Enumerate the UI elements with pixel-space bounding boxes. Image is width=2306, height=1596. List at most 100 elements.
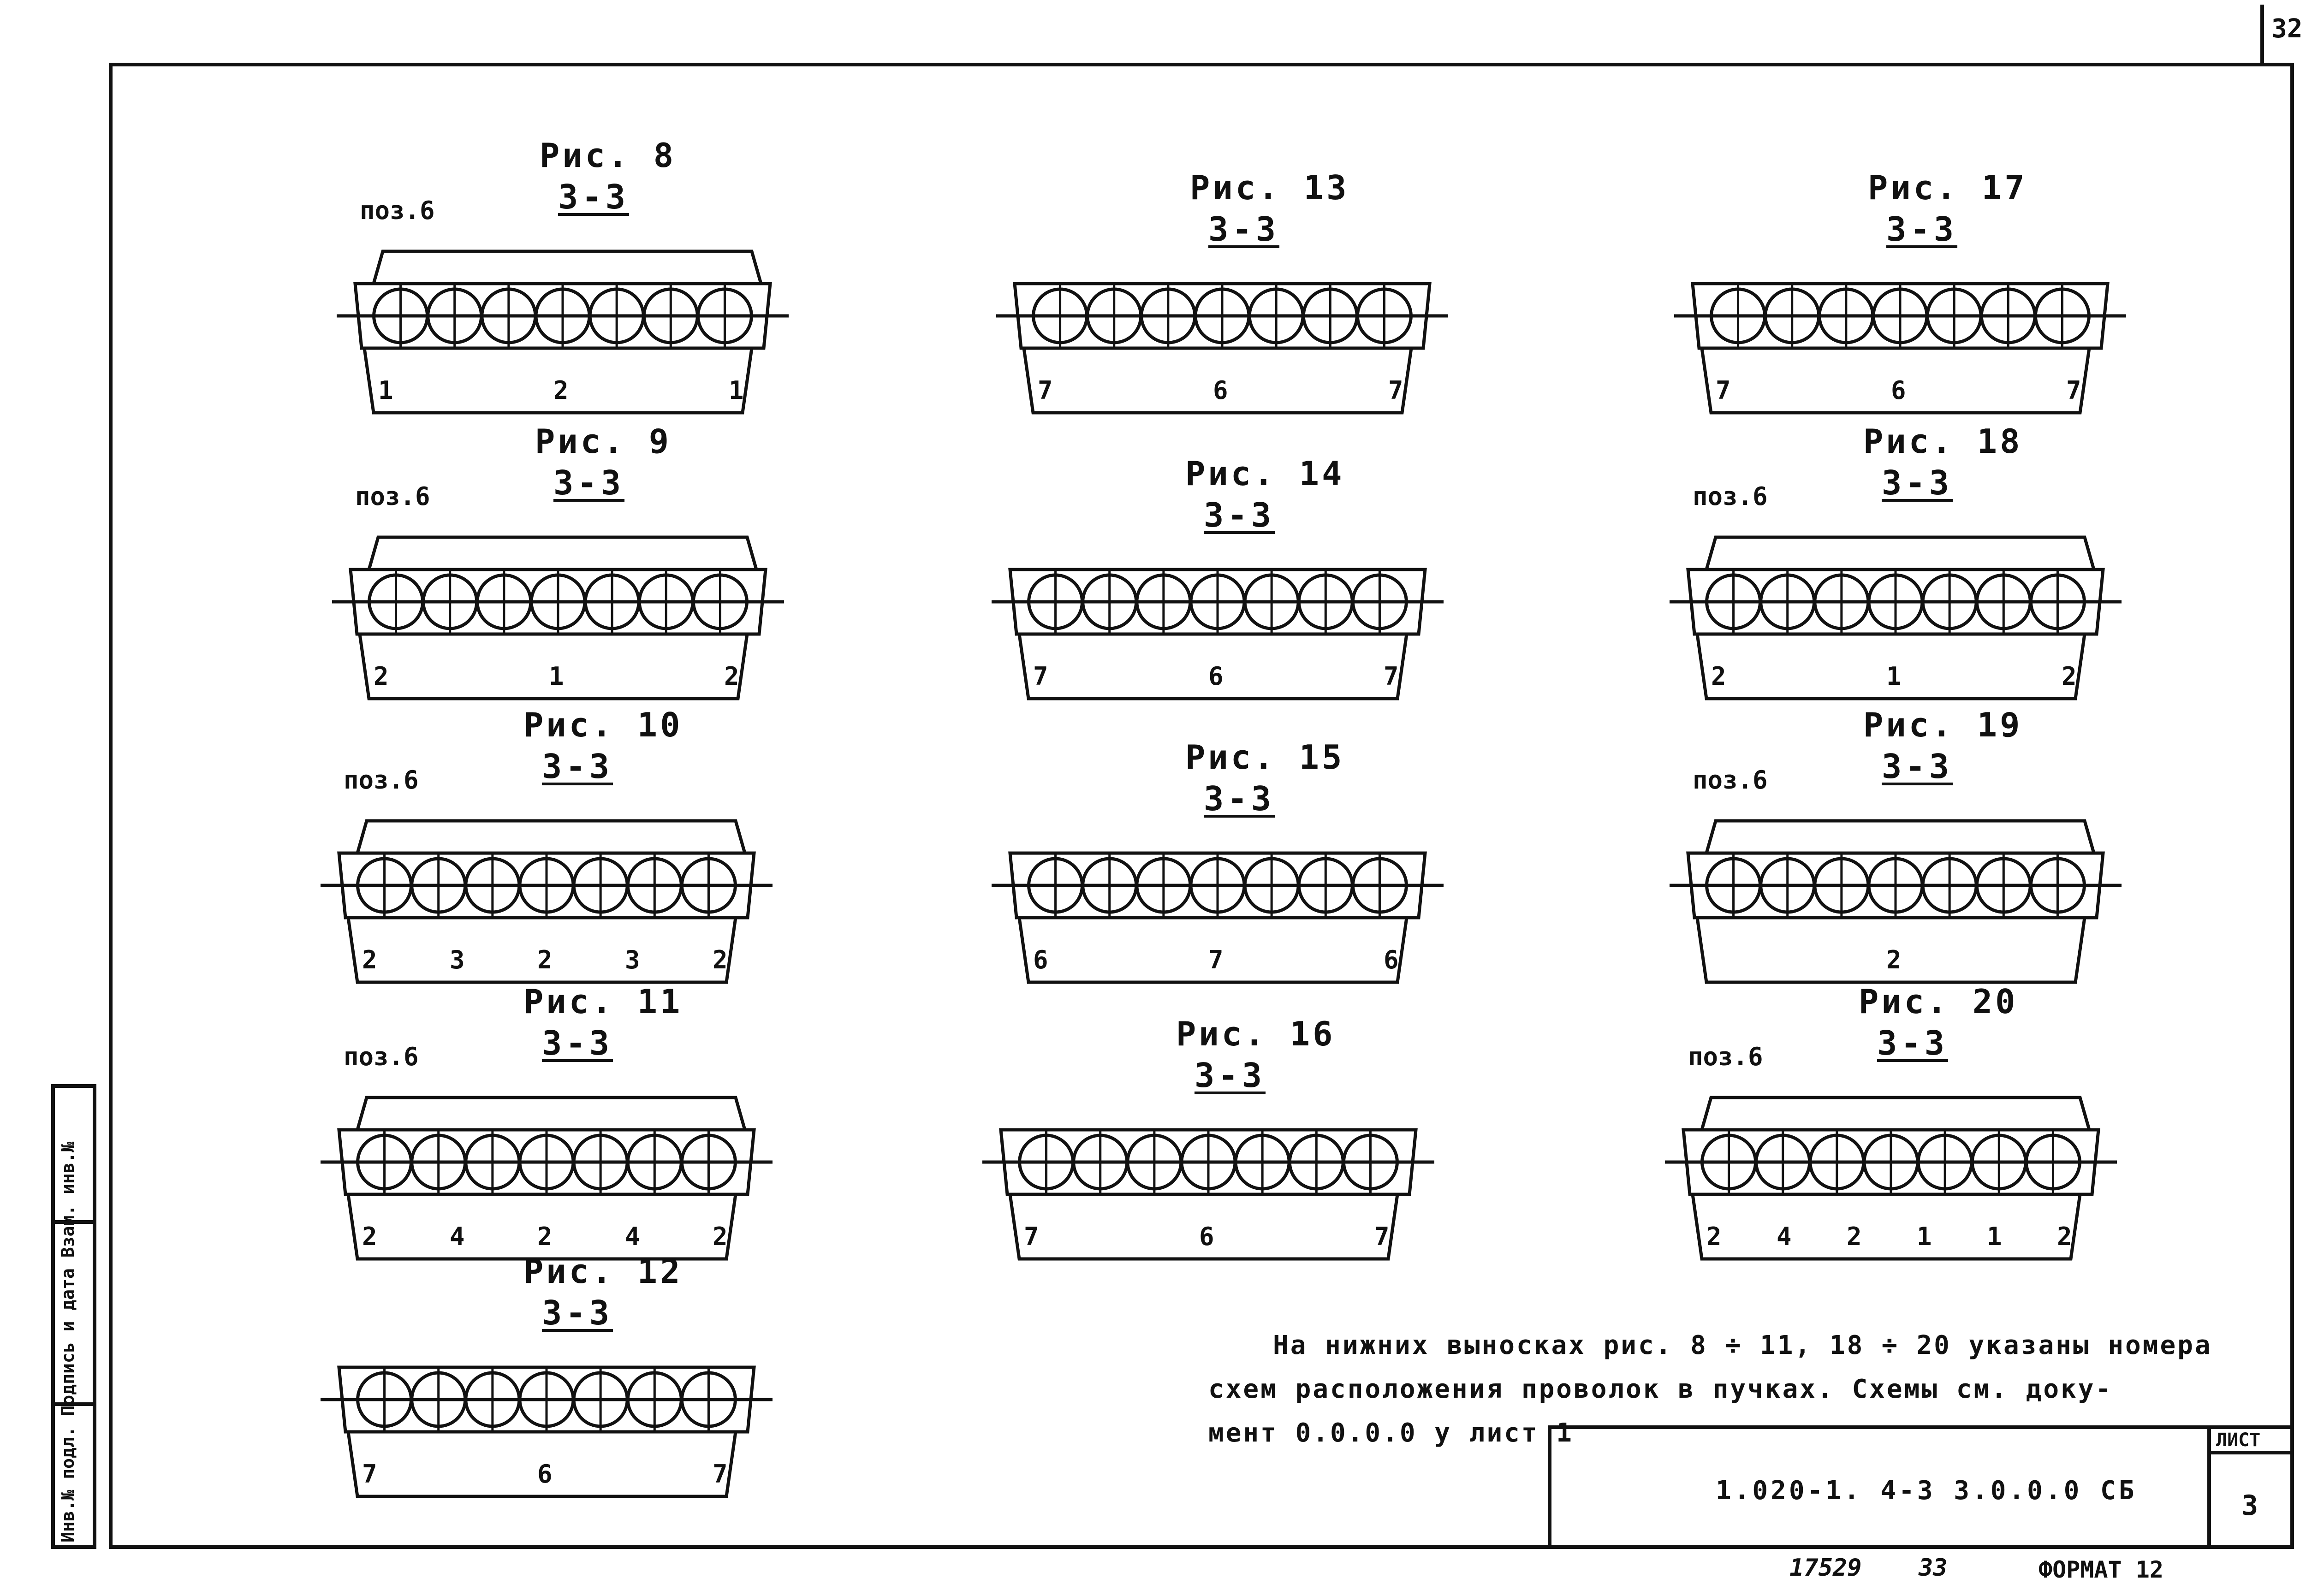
section-label: 3-3 (1195, 1056, 1266, 1095)
stamp-sheet-label: ЛИСТ (2216, 1430, 2261, 1451)
section-figure (321, 1096, 773, 1261)
position-label: поз.6 (344, 1042, 419, 1071)
scheme-number-label: 2 (713, 1222, 728, 1251)
figure-title: Рис. 20 (1859, 982, 2018, 1021)
scheme-number-label: 6 (1199, 1222, 1214, 1251)
section-label: 3-3 (542, 1024, 613, 1062)
scheme-number-label: 2 (724, 662, 739, 691)
figure-title: Рис. 12 (523, 1252, 683, 1291)
figure-title: Рис. 18 (1863, 422, 2023, 461)
slab-outline (1686, 568, 2105, 636)
tendon-bracket-top (1705, 819, 2096, 854)
section-figure (332, 535, 784, 700)
scheme-number-label: 6 (1891, 376, 1906, 405)
scheme-number-label: 4 (1777, 1222, 1792, 1251)
scheme-number-label: 6 (537, 1460, 553, 1489)
scheme-number-label: 4 (450, 1222, 465, 1251)
bottom-copy-number: 33 (1919, 1554, 1948, 1582)
slab-outline (337, 1128, 756, 1196)
label-leader-bracket (1695, 917, 2086, 984)
figure-title: Рис. 9 (535, 422, 672, 461)
scheme-number-label: 2 (553, 376, 569, 405)
figure-title: Рис. 11 (523, 982, 683, 1021)
slab-outline (1013, 282, 1432, 350)
scheme-number-label: 7 (1208, 945, 1224, 974)
scheme-number-label: 2 (1847, 1222, 1862, 1251)
scheme-number-label: 7 (1374, 1222, 1390, 1251)
tendon-bracket-top (372, 249, 763, 284)
scheme-number-label: 7 (1033, 662, 1048, 691)
label-leader-bracket (363, 348, 754, 415)
label-leader-bracket (1022, 348, 1413, 415)
section-figure (337, 249, 789, 415)
section-label: 3-3 (1886, 210, 1958, 249)
bottom-format-label: ФОРМАТ 12 (2039, 1556, 2163, 1583)
section-figure (321, 819, 773, 984)
note-line-3: мент 0.0.0.0 у лист 1 (1208, 1418, 1574, 1448)
tendon-bracket-top (356, 1096, 747, 1130)
figure-title: Рис. 14 (1185, 454, 1345, 493)
section-label: 3-3 (553, 463, 625, 502)
scheme-number-label: 1 (378, 376, 393, 405)
figure-title: Рис. 19 (1863, 706, 2023, 744)
scheme-number-label: 2 (537, 1222, 553, 1251)
scheme-number-label: 7 (1024, 1222, 1039, 1251)
scheme-number-label: 1 (1917, 1222, 1932, 1251)
scheme-number-label: 2 (1711, 662, 1726, 691)
label-leader-bracket (358, 634, 749, 700)
slab-outline (337, 851, 756, 920)
scheme-number-label: 7 (1388, 376, 1403, 405)
tendon-bracket-top (1700, 1096, 2091, 1130)
scheme-number-label: 1 (1987, 1222, 2002, 1251)
label-leader-bracket (346, 917, 737, 984)
section-label: 3-3 (1208, 210, 1280, 249)
section-figure (996, 282, 1448, 415)
label-leader-bracket (346, 1431, 737, 1498)
label-leader-bracket (1017, 634, 1409, 700)
figure-title: Рис. 15 (1185, 738, 1345, 777)
slab-outline (1008, 568, 1427, 636)
slab-outline (349, 568, 767, 636)
section-figure (1670, 535, 2122, 700)
section-label: 3-3 (1877, 1024, 1949, 1062)
section-figure (321, 1365, 773, 1498)
scheme-number-label: 2 (2057, 1222, 2072, 1251)
position-label: поз.6 (1693, 482, 1768, 511)
scheme-number-label: 2 (362, 945, 377, 974)
label-leader-bracket (1700, 348, 2091, 415)
section-figure (1670, 819, 2122, 984)
scheme-number-label: 6 (1033, 945, 1048, 974)
scheme-number-label: 6 (1384, 945, 1399, 974)
scheme-number-label: 7 (1384, 662, 1399, 691)
section-figure (1665, 1096, 2117, 1261)
section-figure (1674, 282, 2126, 415)
scheme-number-label: 2 (1886, 945, 1902, 974)
scheme-number-label: 2 (374, 662, 389, 691)
section-figure (982, 1128, 1434, 1261)
slab-outline (337, 1365, 756, 1434)
label-leader-bracket (1691, 1194, 2082, 1261)
section-label: 3-3 (1882, 747, 1953, 786)
scheme-number-label: 6 (1213, 376, 1228, 405)
scheme-number-label: 3 (450, 945, 465, 974)
stamp-sheet-number: 3 (2241, 1489, 2258, 1522)
scheme-number-label: 2 (713, 945, 728, 974)
tendon-bracket-top (356, 819, 747, 854)
scheme-number-label: 3 (625, 945, 640, 974)
section-label: 3-3 (542, 1293, 613, 1332)
section-label: 3-3 (1882, 463, 1953, 502)
slab-outline (1682, 1128, 2100, 1196)
tendon-bracket-top (1705, 535, 2096, 570)
scheme-number-label: 2 (537, 945, 553, 974)
scheme-number-label: 2 (2062, 662, 2077, 691)
section-figure (992, 568, 1444, 700)
stamp-document-code: 1.020-1. 4-3 3.0.0.0 СБ (1716, 1476, 2137, 1506)
position-label: поз.6 (1688, 1042, 1763, 1071)
position-label: поз.6 (344, 765, 419, 795)
scheme-number-label: 7 (2066, 376, 2081, 405)
figure-title: Рис. 8 (540, 136, 677, 175)
figure-title: Рис. 17 (1868, 168, 2027, 207)
